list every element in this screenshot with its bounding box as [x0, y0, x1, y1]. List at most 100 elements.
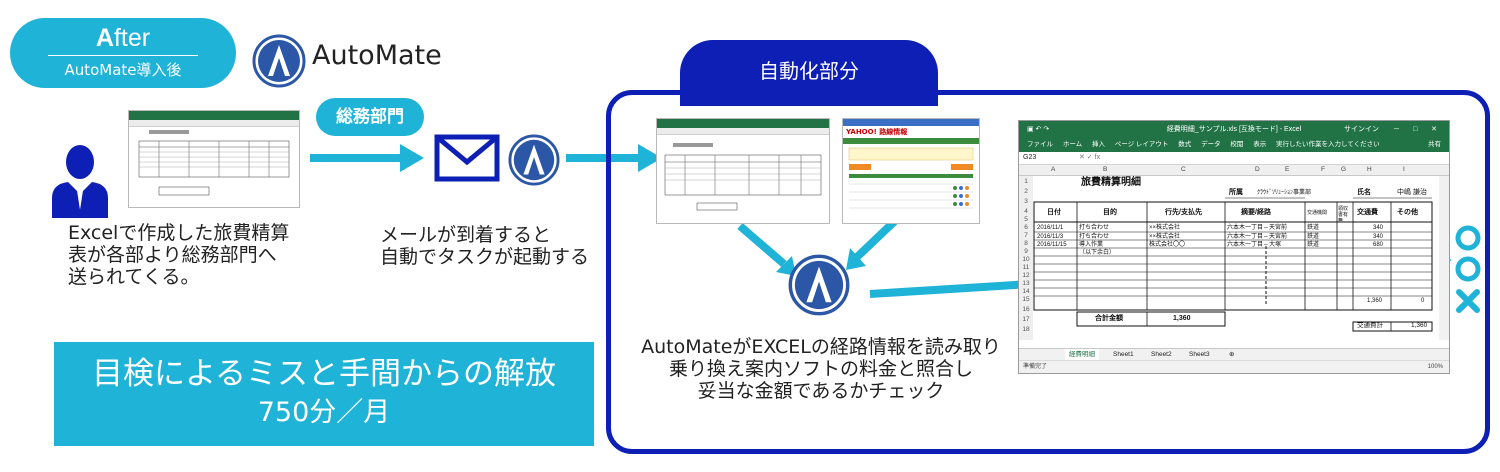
share-button[interactable]: 共有: [1428, 141, 1441, 148]
transport-total-label: 交通費計: [1357, 322, 1383, 329]
header-receipt: 領収書有無: [1338, 206, 1349, 224]
row-route: 六本木一丁目⇔天宮前: [1227, 225, 1288, 231]
header-date: 日付: [1047, 209, 1061, 216]
signin-link[interactable]: サインイン: [1344, 126, 1379, 133]
subtotal-other: 0: [1421, 298, 1425, 304]
dept-label-cell: 所属: [1229, 189, 1243, 196]
received-sheet-thumbnail: [656, 118, 830, 224]
save-icon[interactable]: ▣ ↶ ↷: [1027, 126, 1050, 133]
tab-data[interactable]: データ: [1201, 141, 1221, 148]
automate-a-icon: [788, 254, 850, 316]
excel-window-title: 経費明細_サンプル.xls [互換モード] - Excel: [1166, 126, 1302, 133]
automate-logo-icon: [252, 34, 306, 88]
sheet-title: 旅費精算明細: [1081, 177, 1141, 188]
route-results-icon: [848, 147, 974, 209]
add-sheet-icon[interactable]: ⊕: [1229, 351, 1235, 358]
circle-icon: [1455, 256, 1481, 282]
automation-section: [606, 90, 1490, 454]
route-app-thumbnail: YAHOO! 路線情報: [842, 118, 980, 224]
row-purpose: （以下余白）: [1079, 250, 1116, 256]
sheet-tab-3[interactable]: Sheet3: [1189, 351, 1210, 358]
after-subtitle: AutoMate導入後: [64, 61, 182, 79]
row-fare: 340: [1373, 225, 1384, 231]
status-text: 準備完了: [1023, 364, 1048, 370]
dept-label: 総務部門: [316, 98, 424, 136]
tell-me-box[interactable]: 実行したい作業を入力してください: [1276, 141, 1380, 148]
excel-window: ▣ ↶ ↷ 経費明細_サンプル.xls [互換モード] - Excel サインイ…: [1018, 120, 1450, 374]
header-destination: 行先/支払先: [1165, 209, 1202, 216]
name-box[interactable]: G23: [1023, 154, 1037, 161]
row-destination: ××株式会社: [1149, 234, 1181, 240]
row-route: 六本木一丁目⇔天宮前: [1227, 234, 1288, 240]
row-date: 2016/11/1: [1037, 225, 1064, 231]
after-title: After: [95, 24, 151, 52]
circle-icon: [1455, 225, 1481, 251]
row-transport: 鉄道: [1307, 242, 1320, 248]
arrow-icon: [638, 144, 662, 172]
total-value: 1,360: [1173, 315, 1191, 322]
transport-total-value: 1,360: [1411, 322, 1428, 329]
tab-view[interactable]: 表示: [1253, 141, 1267, 148]
tab-page-layout[interactable]: ページ レイアウト: [1114, 141, 1169, 148]
cross-icon: [1456, 289, 1480, 313]
column-headers: A B C D E F G H I: [1019, 165, 1449, 176]
dept-value-cell: ｸﾗｳﾄﾞｿﾘｭｰｼｮﾝ事業部: [1257, 190, 1312, 196]
fx-icon: ✕ ✓ fx: [1079, 154, 1101, 161]
name-value-cell: 中嶋 謙治: [1397, 189, 1427, 196]
left-caption: Excelで作成した旅費精算 表が各部より総務部門へ 送られてくる。: [68, 222, 290, 288]
header-fare: 交通費: [1357, 209, 1378, 216]
after-divider: [48, 55, 198, 56]
row-fare: 340: [1373, 234, 1384, 240]
zoom-level[interactable]: 100%: [1427, 364, 1443, 370]
sheet-tab-1[interactable]: Sheet1: [1113, 351, 1134, 358]
subtotal-fare: 1,360: [1367, 298, 1383, 304]
automate-logo-text: AutoMate: [312, 40, 442, 71]
row-purpose: 打ち合わせ: [1079, 225, 1110, 231]
sheet-grid[interactable]: 1 2 3 4 5 6 7 8 9 10 11 12 13 14 15 16 1…: [1019, 176, 1449, 340]
header-transport: 交通機関: [1307, 210, 1328, 216]
ribbon-tabs: ファイル ホーム 挿入 ページ レイアウト 数式 データ 校閲 表示 実行したい…: [1019, 138, 1449, 152]
sheet-tabs: 経費明細 Sheet1 Sheet2 Sheet3 ⊕: [1019, 348, 1449, 363]
window-controls[interactable]: ─ □ ✕: [1394, 126, 1443, 133]
user-icon: [52, 145, 108, 218]
row-destination: ××株式会社: [1149, 225, 1181, 231]
spreadsheet-grid-icon: [138, 130, 290, 196]
mail-caption: メールが到着すると 自動でタスクが起動する: [380, 224, 590, 268]
automate-a-icon: [508, 134, 560, 186]
tab-formulas[interactable]: 数式: [1178, 141, 1192, 148]
benefit-banner: 目検によるミスと手間からの解放 750分／月: [54, 342, 594, 446]
header-route: 摘要/経路: [1241, 209, 1271, 216]
mail-icon: [434, 134, 500, 182]
sheet-tab-2[interactable]: Sheet2: [1151, 351, 1172, 358]
formula-bar: G23 ✕ ✓ fx: [1019, 152, 1449, 165]
tab-review[interactable]: 校閲: [1230, 141, 1244, 148]
banner-line2: 750分／月: [257, 397, 391, 428]
header-purpose: 目的: [1103, 209, 1117, 216]
status-bar: 準備完了 100%: [1019, 360, 1449, 373]
result-marks-icon: [1455, 225, 1481, 313]
spreadsheet-grid-icon: [664, 143, 822, 211]
route-app-name: YAHOO! 路線情報: [843, 126, 979, 138]
row-transport: 鉄道: [1307, 225, 1320, 231]
automation-tab: 自動化部分: [680, 40, 938, 106]
tab-home[interactable]: ホーム: [1062, 141, 1083, 148]
name-label-cell: 氏名: [1357, 189, 1371, 196]
row-fare: 680: [1373, 242, 1384, 248]
excel-title-bar: ▣ ↶ ↷ 経費明細_サンプル.xls [互換モード] - Excel サインイ…: [1019, 121, 1449, 138]
row-purpose: 導入作業: [1079, 242, 1104, 248]
after-badge: After AutoMate導入後: [10, 18, 236, 88]
result-marks: [1448, 224, 1488, 324]
automate-caption: AutoMateがEXCELの経路情報を読み取り 乗り換え案内ソフトの料金と照合…: [641, 336, 1001, 402]
tab-file[interactable]: ファイル: [1027, 141, 1053, 148]
row-route: 六本木一丁目⇔大塚: [1227, 242, 1282, 248]
expense-sheet-thumbnail: [128, 110, 300, 208]
row-purpose: 打ち合わせ: [1079, 234, 1110, 240]
total-label: 合計金額: [1095, 315, 1123, 322]
grid-lines: [1019, 176, 1449, 340]
row-transport: 鉄道: [1307, 234, 1320, 240]
row-date: 2016/11/15: [1037, 242, 1067, 248]
arrow-icon: [400, 144, 424, 172]
row-date: 2016/11/3: [1037, 234, 1064, 240]
tab-insert[interactable]: 挿入: [1091, 141, 1105, 148]
header-other: その他: [1397, 209, 1418, 216]
